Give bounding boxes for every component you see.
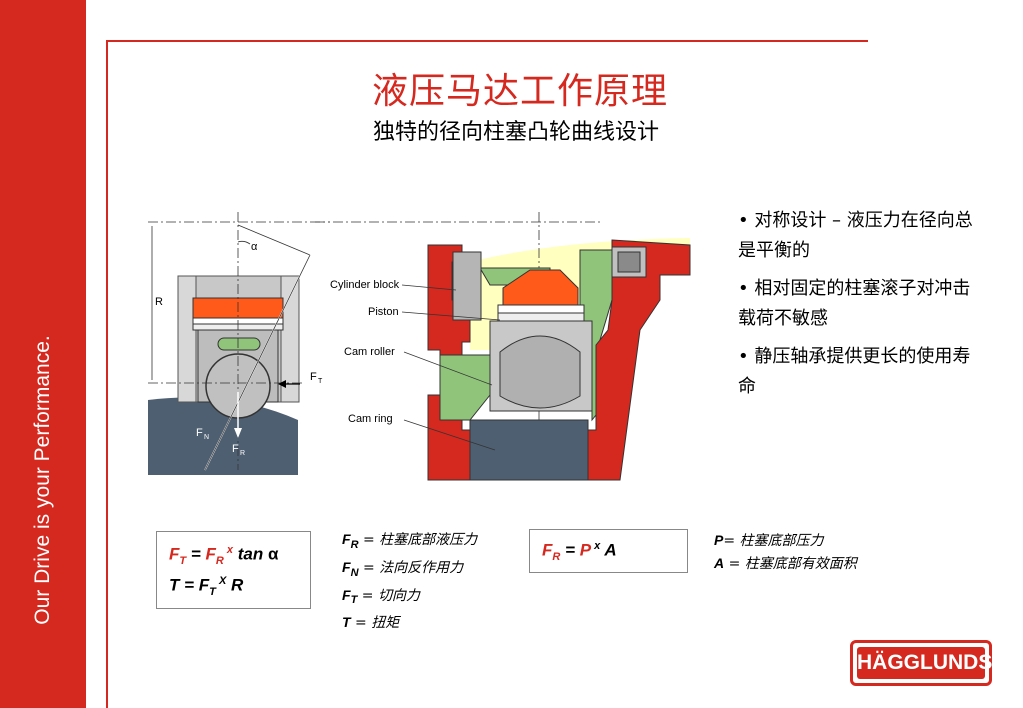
green-slot-shape bbox=[217, 337, 261, 351]
cam-ring-label: Cam ring bbox=[348, 413, 393, 425]
cam-ring-right bbox=[469, 419, 589, 481]
formula-t: T = FT X R bbox=[169, 575, 244, 599]
legend-item: A = 柱塞底部有效面积 bbox=[714, 555, 857, 572]
cam-roller-label: Cam roller bbox=[344, 346, 395, 358]
legend-item: T = 扭矩 bbox=[342, 614, 400, 632]
legend-item: FT = 切向力 bbox=[342, 586, 420, 607]
piston-label: Piston bbox=[368, 306, 399, 318]
frame-left-line bbox=[106, 40, 108, 708]
bullet-item: • 相对固定的柱塞滚子对冲击载荷不敏感 bbox=[738, 278, 971, 329]
fr-sub-label: R bbox=[240, 450, 245, 457]
right-motor-diagram: Cylinder block Piston Cam roller Cam rin… bbox=[315, 212, 691, 481]
red-housing-right bbox=[587, 239, 691, 481]
ft-label: F bbox=[310, 371, 317, 383]
hagglunds-logo: HÄGGLUNDS bbox=[850, 640, 992, 686]
formula-ft: FT = FR x tan α bbox=[169, 544, 279, 568]
legend-forces: FR = 柱塞底部液压力 FN = 法向反作用力 FT = 切向力 T = 扭矩 bbox=[342, 528, 477, 634]
ft-sub-label: T bbox=[318, 378, 323, 385]
formula-fr: FR = P x A bbox=[542, 540, 617, 564]
roller-right bbox=[499, 335, 581, 409]
cylinder-block-label: Cylinder block bbox=[330, 279, 400, 291]
cam-ring-shape bbox=[148, 397, 298, 475]
legend-item: FN = 法向反作用力 bbox=[342, 558, 464, 579]
feature-bullets: • 对称设计 – 液压力在径向总是平衡的 • 相对固定的柱塞滚子对冲击载荷不敏感… bbox=[738, 206, 988, 410]
left-piston-diagram: α R F T F N F R bbox=[148, 212, 330, 475]
fr-label: F bbox=[232, 443, 239, 455]
legend-item: FR = 柱塞底部液压力 bbox=[342, 531, 478, 551]
sidebar: Our Drive is your Performance. bbox=[0, 0, 86, 708]
bullet-item: • 对称设计 – 液压力在径向总是平衡的 bbox=[738, 210, 973, 261]
fn-label: F bbox=[196, 427, 203, 439]
alpha-label: α bbox=[251, 241, 258, 253]
r-label: R bbox=[155, 296, 163, 308]
legend-item: P= 柱塞底部压力 bbox=[714, 532, 824, 549]
fn-sub-label: N bbox=[204, 434, 209, 441]
formula-box-torque: FT = FR x tan α T = FT X R bbox=[156, 531, 311, 609]
bullet-item: • 静压轴承提供更长的使用寿命 bbox=[738, 346, 971, 397]
frame-top-line bbox=[106, 40, 868, 42]
page-subtitle: 独特的径向柱塞凸轮曲线设计 bbox=[373, 120, 660, 145]
page-title: 液压马达工作原理 bbox=[372, 71, 669, 112]
formula-box-force: FR = P x A bbox=[529, 529, 688, 573]
legend-pressure: P= 柱塞底部压力 A = 柱塞底部有效面积 bbox=[714, 529, 857, 575]
logo-text: HÄGGLUNDS bbox=[857, 647, 992, 679]
